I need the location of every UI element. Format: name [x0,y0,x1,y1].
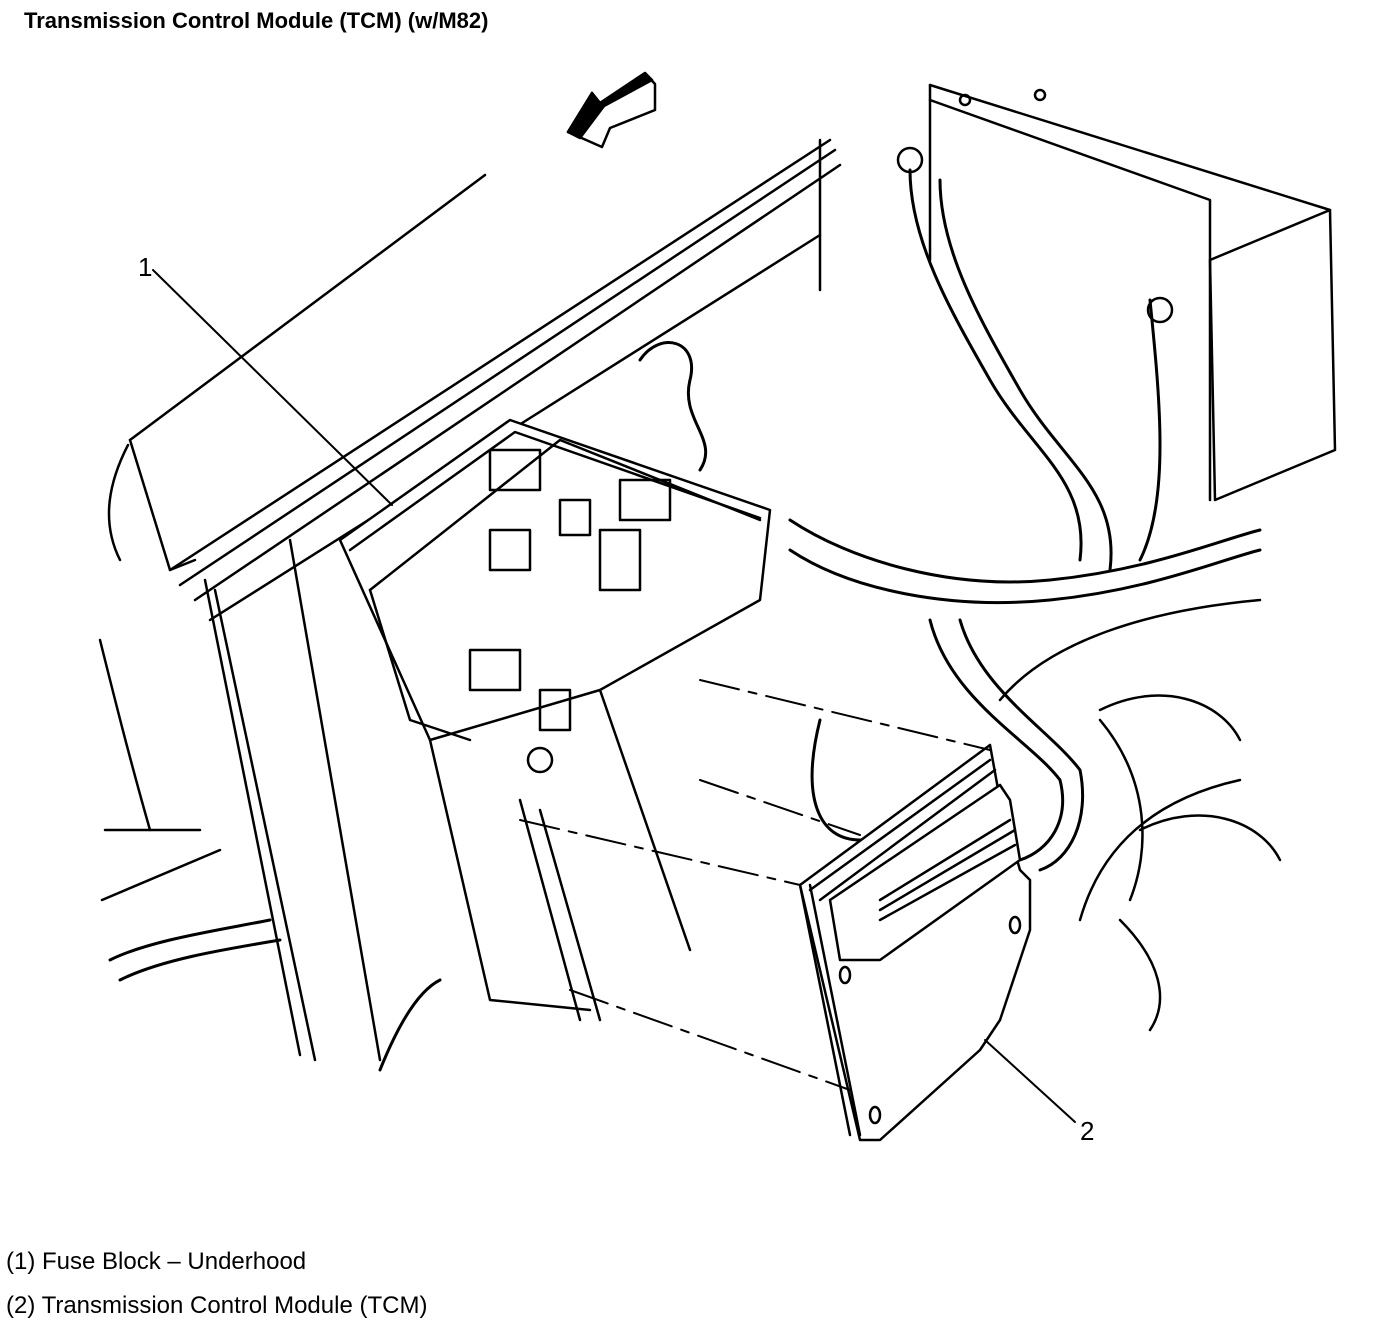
legend-item-fuse-block: (1) Fuse Block – Underhood [6,1248,307,1275]
callout-1-number: 1 [138,252,152,282]
fuse-block-underhood [338,418,772,1022]
legend: (1) Fuse Block – Underhood (2) Transmiss… [6,1240,427,1328]
callout-1-leader [152,269,393,506]
callout-2-number: 2 [1080,1116,1094,1146]
callout-2-leader [984,1039,1076,1123]
battery [896,88,1212,502]
air-intake-tube [1098,694,1282,1032]
diagram-title: Transmission Control Module (TCM) (w/M82… [24,8,489,33]
callout-leaders [152,269,1076,1123]
transmission-control-module [798,743,1032,1142]
legend-item-tcm: (2) Transmission Control Module (TCM) [6,1292,428,1319]
wiring-harness [108,168,1262,1072]
body-panel-lines [98,83,1337,1062]
front-of-vehicle-arrow-icon [566,71,657,149]
mounting-alignment-lines [519,679,991,1091]
